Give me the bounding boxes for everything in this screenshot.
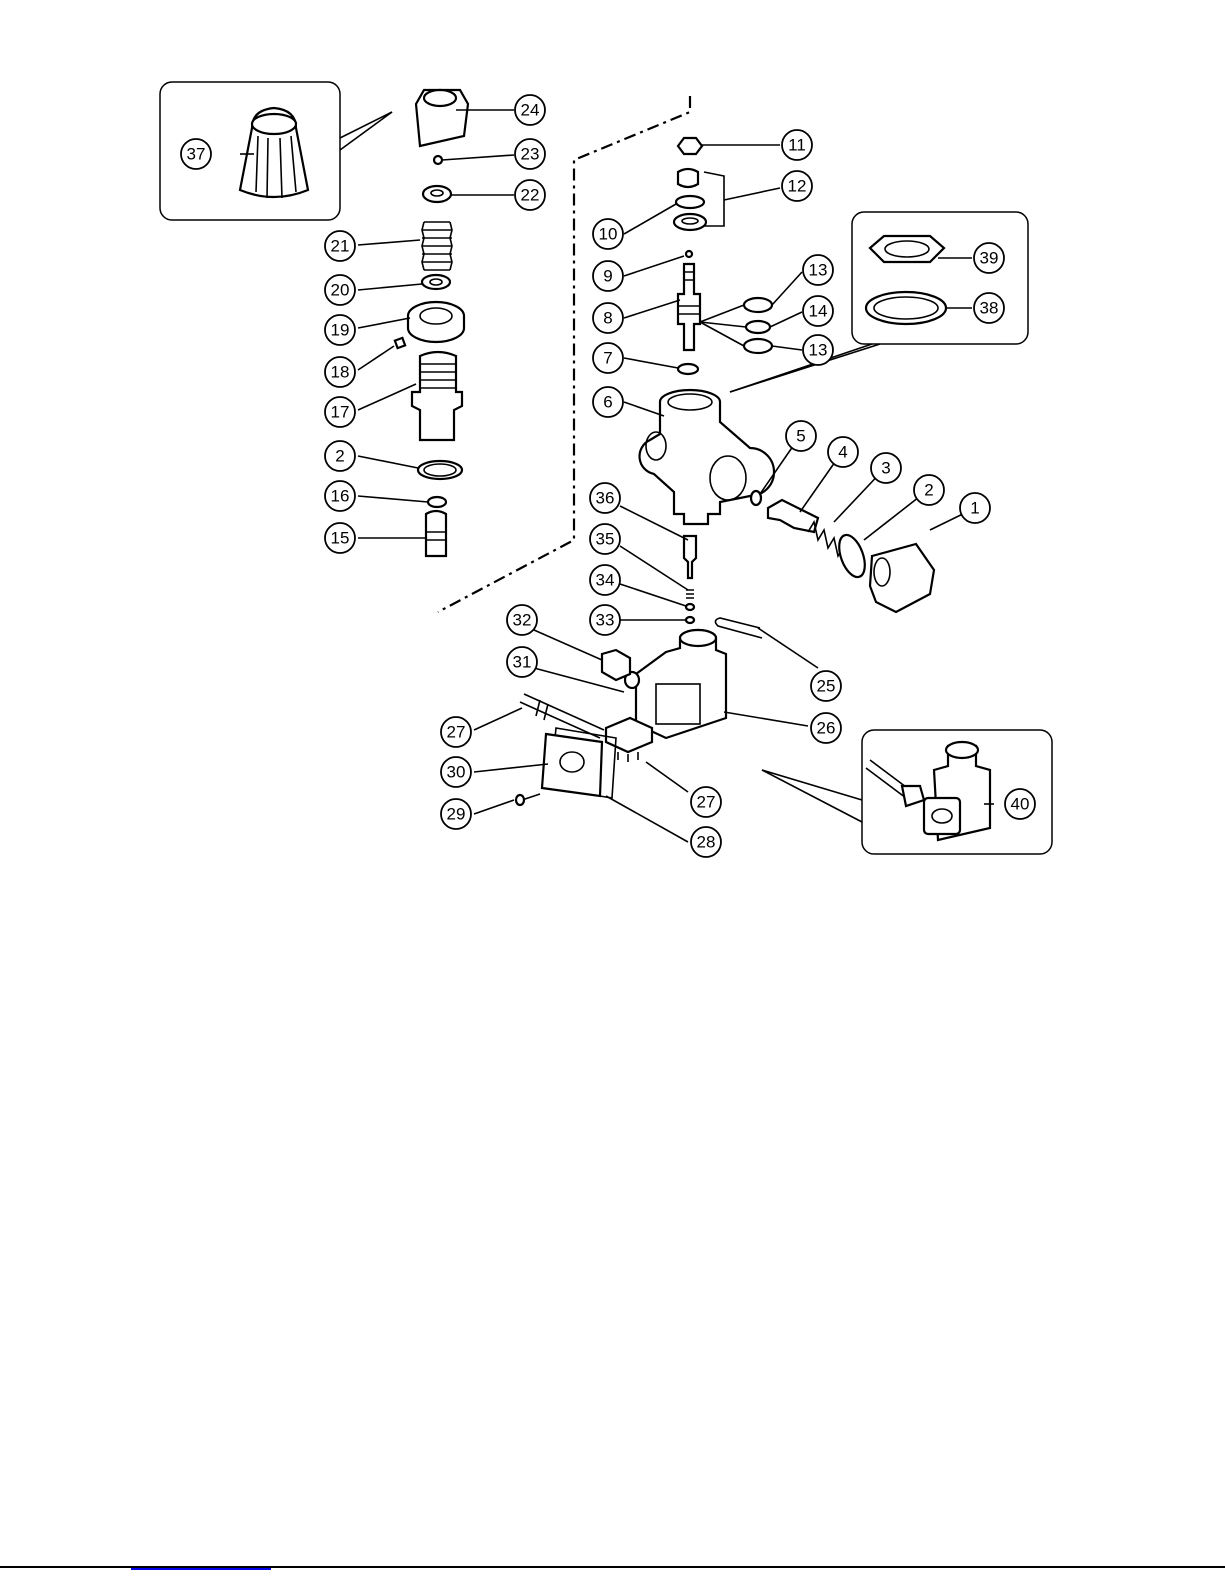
inset-switch-housing-40 (762, 730, 1052, 854)
callout-14: 14 (803, 296, 833, 326)
switch-assembly (516, 536, 762, 805)
svg-text:2: 2 (335, 447, 344, 466)
callout-15: 15 (325, 523, 355, 553)
svg-text:29: 29 (447, 805, 466, 824)
svg-text:6: 6 (603, 393, 612, 412)
callout-40: 40 (1005, 789, 1035, 819)
svg-text:9: 9 (603, 267, 612, 286)
svg-text:26: 26 (817, 719, 836, 738)
callout-24: 24 (515, 95, 545, 125)
callout-39: 39 (974, 243, 1004, 273)
callout-13-lower: 13 (803, 335, 833, 365)
svg-text:8: 8 (603, 309, 612, 328)
callout-34: 34 (590, 565, 620, 595)
left-valve-stack (395, 90, 468, 556)
svg-text:18: 18 (331, 363, 350, 382)
svg-text:10: 10 (599, 225, 618, 244)
callout-17: 17 (325, 397, 355, 427)
callout-26: 26 (811, 713, 841, 743)
callout-27-right: 27 (691, 787, 721, 817)
svg-text:31: 31 (513, 653, 532, 672)
callout-22: 22 (515, 180, 545, 210)
svg-text:24: 24 (521, 101, 540, 120)
callout-16: 16 (325, 481, 355, 511)
callout-30: 30 (441, 757, 471, 787)
callout-4: 4 (828, 437, 858, 467)
svg-text:14: 14 (809, 302, 828, 321)
svg-text:34: 34 (596, 571, 615, 590)
callout-18: 18 (325, 357, 355, 387)
svg-text:37: 37 (187, 145, 206, 164)
svg-text:33: 33 (596, 611, 615, 630)
callout-38: 38 (974, 293, 1004, 323)
callout-12: 12 (782, 171, 812, 201)
svg-text:13: 13 (809, 261, 828, 280)
callout-31: 31 (507, 647, 537, 677)
svg-text:17: 17 (331, 403, 350, 422)
svg-text:15: 15 (331, 529, 350, 548)
svg-text:1: 1 (970, 499, 979, 518)
callout-37: 37 (181, 139, 211, 169)
svg-text:28: 28 (697, 833, 716, 852)
svg-text:7: 7 (603, 349, 612, 368)
callout-11: 11 (782, 130, 812, 160)
svg-text:40: 40 (1011, 795, 1030, 814)
callout-33: 33 (590, 605, 620, 635)
callout-29: 29 (441, 799, 471, 829)
svg-text:35: 35 (596, 530, 615, 549)
callout-25: 25 (811, 671, 841, 701)
callout-2: 2 (914, 475, 944, 505)
callout-19: 19 (325, 315, 355, 345)
callout-20: 20 (325, 275, 355, 305)
callout-6: 6 (593, 387, 623, 417)
svg-text:11: 11 (788, 136, 806, 155)
svg-text:12: 12 (788, 177, 807, 196)
callout-5: 5 (786, 421, 816, 451)
svg-text:16: 16 (331, 487, 350, 506)
callout-2-left: 2 (325, 441, 355, 471)
assembly-axis-line (438, 96, 690, 612)
svg-text:27: 27 (447, 723, 466, 742)
svg-text:3: 3 (881, 459, 890, 478)
svg-text:21: 21 (331, 237, 350, 256)
callout-27-left: 27 (441, 717, 471, 747)
callout-28: 28 (691, 827, 721, 857)
callout-36: 36 (590, 483, 620, 513)
callout-21: 21 (325, 231, 355, 261)
svg-text:25: 25 (817, 677, 836, 696)
svg-text:5: 5 (796, 427, 805, 446)
svg-text:36: 36 (596, 489, 615, 508)
svg-text:32: 32 (513, 611, 532, 630)
svg-text:23: 23 (521, 145, 540, 164)
svg-text:2: 2 (924, 481, 933, 500)
svg-text:20: 20 (331, 281, 350, 300)
footer-link-underline[interactable] (131, 1568, 271, 1570)
callout-3: 3 (871, 453, 901, 483)
svg-text:27: 27 (697, 793, 716, 812)
svg-text:22: 22 (521, 186, 540, 205)
callout-9: 9 (593, 261, 623, 291)
callout-23: 23 (515, 139, 545, 169)
callout-10: 10 (593, 219, 623, 249)
svg-text:30: 30 (447, 763, 466, 782)
callout-35: 35 (590, 524, 620, 554)
callout-1: 1 (960, 493, 990, 523)
svg-text:38: 38 (980, 299, 999, 318)
callout-13-upper: 13 (803, 255, 833, 285)
svg-text:19: 19 (331, 321, 350, 340)
svg-text:39: 39 (980, 249, 999, 268)
callout-8: 8 (593, 303, 623, 333)
svg-text:4: 4 (838, 443, 847, 462)
callout-32: 32 (507, 605, 537, 635)
callout-7: 7 (593, 343, 623, 373)
svg-text:13: 13 (809, 341, 828, 360)
